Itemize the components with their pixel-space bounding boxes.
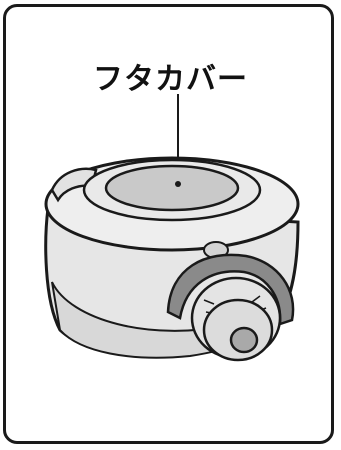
dial-knob [231, 328, 257, 352]
lid-cover [106, 166, 238, 210]
callout-point [175, 181, 181, 187]
